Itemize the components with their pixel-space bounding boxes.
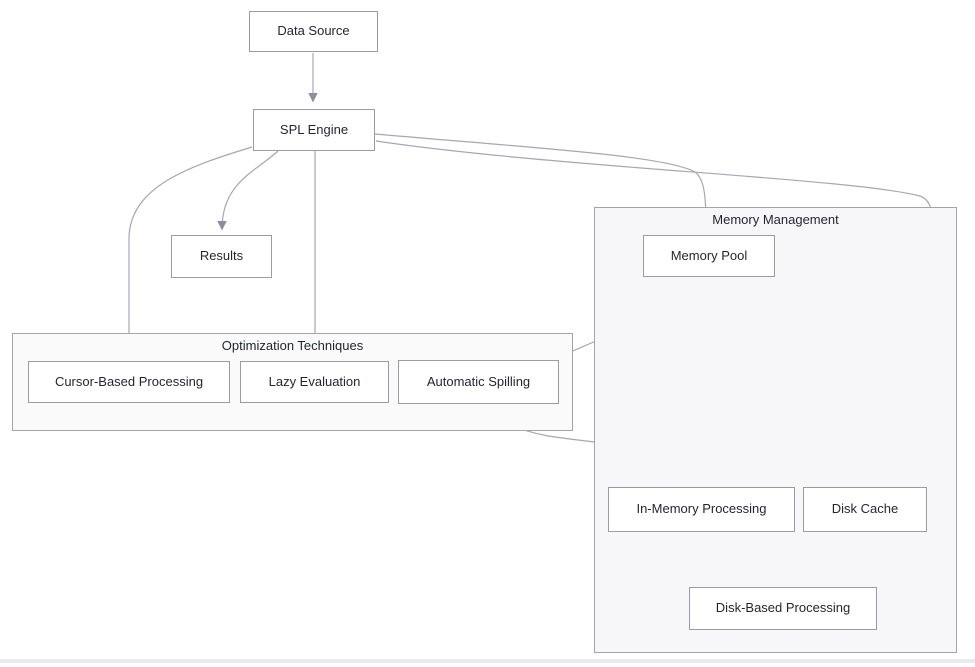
node-cursor-based-processing: Cursor-Based Processing <box>28 361 230 403</box>
bottom-edge-divider <box>0 659 975 663</box>
node-in-memory-processing: In-Memory Processing <box>608 487 795 532</box>
node-results: Results <box>171 235 272 278</box>
edge-spl-engine-to-results <box>217 150 279 231</box>
group-optimization-techniques-label: Optimization Techniques <box>221 338 364 353</box>
node-lazy-evaluation: Lazy Evaluation <box>240 361 389 403</box>
node-disk-based-processing: Disk-Based Processing <box>689 587 877 630</box>
node-automatic-spilling: Automatic Spilling <box>398 360 559 404</box>
node-data-source: Data Source <box>249 11 378 52</box>
node-disk-cache: Disk Cache <box>803 487 927 532</box>
node-memory-pool: Memory Pool <box>643 235 775 277</box>
node-spl-engine: SPL Engine <box>253 109 375 151</box>
group-memory-management-label: Memory Management <box>712 212 839 227</box>
group-memory-management: Memory Management <box>594 207 957 653</box>
